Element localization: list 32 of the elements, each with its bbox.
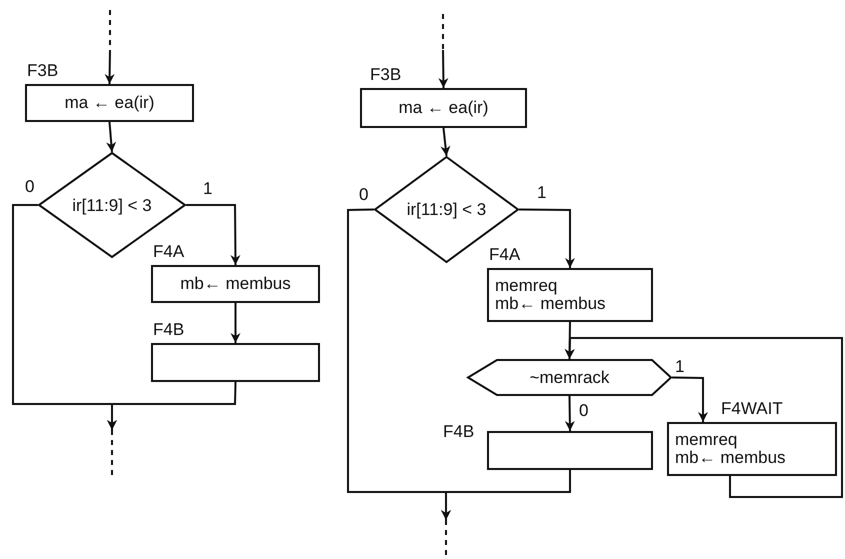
arrow <box>518 208 575 268</box>
state-name: F4A <box>153 243 184 261</box>
arrow <box>107 382 236 430</box>
state-name: F4B <box>153 321 184 339</box>
statement: mb← membus <box>179 275 292 293</box>
state-name: F3B <box>27 62 58 80</box>
arrow <box>438 50 448 88</box>
condition-text: ir[11:9] < 3 <box>406 200 486 219</box>
statement: memreq <box>495 277 558 295</box>
arrow <box>186 204 240 265</box>
statement: memreq <box>675 431 738 449</box>
decision-diamond <box>374 156 519 263</box>
arrow <box>564 337 843 498</box>
arrow <box>441 470 571 520</box>
state-name: F4A <box>489 246 520 264</box>
statement: ma ← ea(ir) <box>64 94 156 112</box>
decision-hexagon <box>467 359 672 396</box>
arrow <box>230 303 240 343</box>
state-name: F4B <box>443 423 474 441</box>
state-name: F3B <box>370 66 402 84</box>
statement: mb← membus <box>495 295 607 313</box>
state-name: F4WAIT <box>721 400 783 418</box>
decision-diamond <box>38 152 186 258</box>
condition-text: ~memrack <box>530 368 610 387</box>
arrow <box>104 50 115 84</box>
arrow <box>440 128 450 156</box>
statement: mb← membus <box>675 449 787 467</box>
arrow <box>106 122 116 152</box>
arrow <box>564 396 575 432</box>
condition-text: ir[11:9] < 3 <box>72 196 152 214</box>
statement: ma ← ea(ir) <box>398 99 490 117</box>
arrow <box>672 376 708 422</box>
